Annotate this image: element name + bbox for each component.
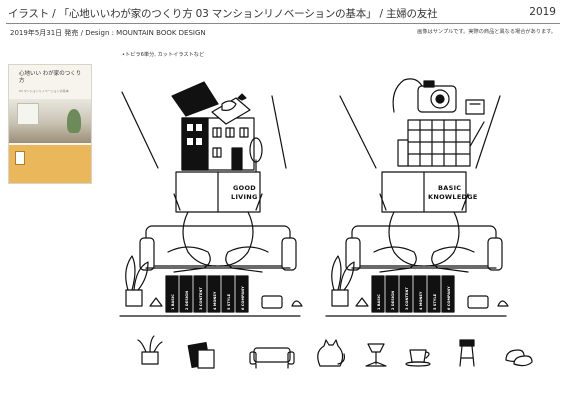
plant-shape — [67, 109, 81, 133]
cover-label-line1: BASIC — [438, 184, 461, 192]
ray-line — [121, 91, 159, 169]
spine-label: 5 STYLE — [433, 293, 437, 310]
bird-icon — [237, 93, 247, 101]
hand-shape — [392, 78, 423, 113]
sofa-shape — [345, 225, 503, 271]
books-icon — [187, 342, 215, 369]
sofa-icon — [249, 347, 295, 369]
ray-line — [339, 95, 377, 169]
camera-icon — [417, 80, 457, 113]
spine-label: 1 BASIC — [171, 294, 175, 310]
illustration-caption: •トビラ6単分, カットイラストなど — [122, 52, 205, 58]
book-cover-mark — [15, 151, 25, 165]
potted-plant-icon — [331, 255, 355, 307]
header-title: イラスト / 「心地いいわが家のつくり方 03 マンションリノベーションの基本」… — [8, 8, 438, 20]
book-spine-row: 1 BASIC 2 DESIGN 3 CONTENT 4 MONEY 5 STY… — [165, 275, 249, 313]
publish-info: 2019年5月31日 発売 / Design : MOUNTAIN BOOK D… — [10, 29, 206, 37]
spine-label: 3 CONTENT — [405, 287, 409, 310]
cover-label-line2: KNOWLEDGE — [428, 193, 478, 201]
slippers-icon — [149, 297, 163, 307]
spine-label: 6 COMPANY — [447, 286, 451, 310]
lamp-icon — [365, 343, 387, 367]
small-object-icon — [497, 300, 509, 307]
book-cover-photo — [9, 99, 91, 143]
book-spine-row: 1 BASIC 2 DESIGN 3 CONTENT 4 MONEY 5 STY… — [371, 275, 455, 313]
toolbox-icon — [261, 295, 283, 309]
spine-label: 5 STYLE — [227, 293, 231, 310]
ray-line — [475, 95, 501, 169]
coffee-cup-icon — [405, 349, 431, 367]
header-divider — [6, 23, 560, 24]
slippers-icon — [355, 297, 369, 307]
book-cover-subtitle: 03 マンションリノベーションの基本 — [19, 89, 69, 93]
cat-icon — [317, 339, 345, 367]
small-icons-row — [137, 335, 533, 369]
spine-label: 2 DESIGN — [391, 291, 395, 310]
calculator-icon — [465, 99, 485, 115]
book-cover-image: 心地いい わが家のつくり方 03 マンションリノベーションの基本 — [8, 64, 92, 184]
illustration-good-living: GOOD LIVING 1 BASIC 2 DESIGN 3 CONTENT — [119, 81, 303, 317]
pen-icon — [467, 121, 485, 151]
potted-plant-icon — [137, 335, 163, 365]
stool-icon — [459, 339, 475, 367]
small-object-icon — [291, 300, 303, 307]
sofa-shape — [139, 225, 297, 271]
spine-label: 4 MONEY — [419, 291, 423, 310]
spine-label: 3 CONTENT — [199, 287, 203, 310]
header-year: 2019 — [529, 6, 556, 18]
ray-line — [271, 95, 287, 169]
spine-label: 4 MONEY — [213, 291, 217, 310]
window-shape — [17, 103, 39, 125]
house-icon — [171, 81, 263, 173]
spine-label: 2 DESIGN — [185, 291, 189, 310]
potted-plant-icon — [125, 255, 149, 307]
spine-label: 1 BASIC — [377, 294, 381, 310]
toolbox-icon — [467, 295, 489, 309]
figure-on-roof — [221, 100, 237, 111]
calendar-icon — [397, 119, 471, 167]
book-cover-title: 心地いい わが家のつくり方 — [19, 71, 82, 84]
sample-disclaimer: 画像はサンプルです。実際の商品と異なる場合があります。 — [417, 29, 556, 35]
spine-label: 6 COMPANY — [241, 286, 245, 310]
illustration-basic-knowledge: BASIC KNOWLEDGE 1 BASIC 2 DESIGN 3 CONTE… — [325, 78, 509, 317]
slippers-icon — [505, 349, 533, 367]
cover-label-line2: LIVING — [231, 193, 258, 201]
cover-label-line1: GOOD — [233, 184, 256, 192]
